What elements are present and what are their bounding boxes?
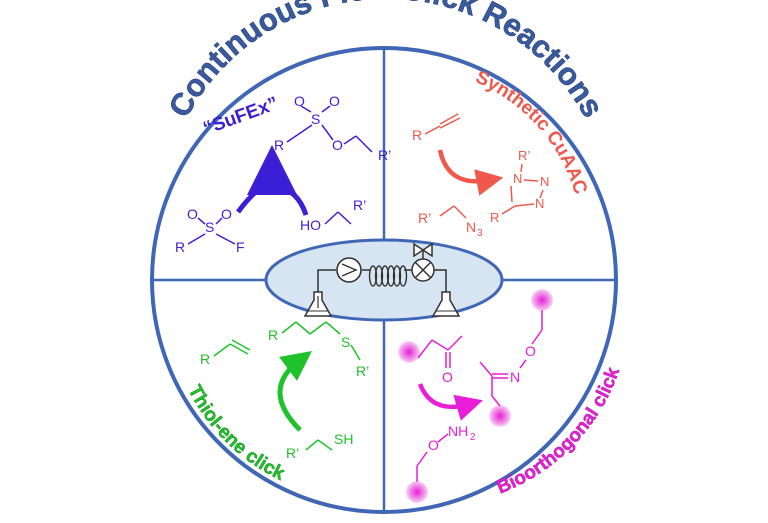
sufex-label: “SuFEx” <box>201 93 282 139</box>
svg-text:R’: R’ <box>518 148 530 163</box>
svg-text:HO: HO <box>300 217 321 233</box>
biomolecule-blob-icon <box>398 341 420 363</box>
alcohol-reactant: HO R’ <box>300 197 366 233</box>
svg-text:S: S <box>205 219 214 235</box>
sufex-quadrant: “SuFEx” S O O R O R’ O O S R F <box>175 93 391 255</box>
alkyne-reactant: R <box>412 113 461 143</box>
svg-text:S: S <box>341 334 350 350</box>
cuaac-reaction-arrow <box>437 149 504 196</box>
triazole-product: R’ N N N R <box>490 148 549 225</box>
oxime-product: O N <box>479 310 543 407</box>
svg-text:R’: R’ <box>378 147 391 163</box>
biomolecule-blob-icon <box>531 289 553 311</box>
svg-text:O: O <box>221 206 232 222</box>
sulfonyl-fluoride: O O S R F <box>175 206 245 255</box>
svg-text:O: O <box>294 93 305 109</box>
svg-text:SH: SH <box>334 431 353 447</box>
hydroxylamine-reactant: O NH 2 <box>416 423 476 482</box>
svg-text:O: O <box>525 343 536 359</box>
thiolene-quadrant: Thiol-ene click R R S R’ R’ SH <box>183 321 369 485</box>
svg-text:N: N <box>535 196 544 211</box>
svg-text:R: R <box>412 127 422 143</box>
svg-text:R: R <box>200 351 210 367</box>
svg-text:R’: R’ <box>353 197 366 213</box>
svg-text:N: N <box>540 174 549 189</box>
svg-text:O: O <box>332 137 343 153</box>
svg-text:3: 3 <box>477 228 483 239</box>
svg-text:R’: R’ <box>418 210 431 226</box>
svg-text:R’: R’ <box>356 363 369 379</box>
center-ellipse <box>264 238 504 322</box>
thiolene-reaction-arrow <box>277 350 312 432</box>
azide-reactant: R’ N 3 <box>418 205 483 239</box>
flask-icon <box>303 291 333 317</box>
flow-device <box>264 238 504 322</box>
svg-text:N: N <box>466 219 476 235</box>
svg-text:O: O <box>428 437 439 453</box>
valve-icon <box>411 242 435 282</box>
coil-reactor-icon <box>368 265 408 287</box>
svg-text:O: O <box>329 93 340 109</box>
sufex-product: S O O R O R’ <box>274 93 391 163</box>
svg-text:R: R <box>490 210 499 225</box>
svg-text:NH: NH <box>448 423 468 439</box>
flow-tubing <box>434 269 447 296</box>
thiol-reactant: R’ SH <box>286 431 353 461</box>
ketone-reactant: O <box>417 335 463 385</box>
flask-icon <box>431 291 461 317</box>
svg-text:R: R <box>175 239 185 255</box>
svg-text:F: F <box>236 239 245 255</box>
svg-text:2: 2 <box>470 432 476 443</box>
biomolecule-blob-icon <box>489 405 511 427</box>
svg-text:R’: R’ <box>286 445 299 461</box>
bioorthogonal-quadrant: Bioorthogonal click O O N <box>398 289 624 503</box>
svg-text:O: O <box>442 369 453 385</box>
pump-icon <box>336 257 362 283</box>
svg-text:S: S <box>311 111 320 127</box>
svg-text:R: R <box>268 327 278 343</box>
bioorthogonal-reaction-arrow <box>417 383 483 421</box>
svg-text:N: N <box>513 171 522 186</box>
biomolecule-blob-icon <box>406 481 428 503</box>
diagram-title: Continuous Flow Click Reactions <box>162 0 611 123</box>
thiolene-label: Thiol-ene click <box>184 382 288 485</box>
thioether-product: R S R’ <box>268 321 369 379</box>
svg-text:O: O <box>187 206 198 222</box>
svg-text:R: R <box>274 137 284 153</box>
alkene-reactant: R <box>200 339 251 367</box>
svg-text:N: N <box>510 369 520 385</box>
